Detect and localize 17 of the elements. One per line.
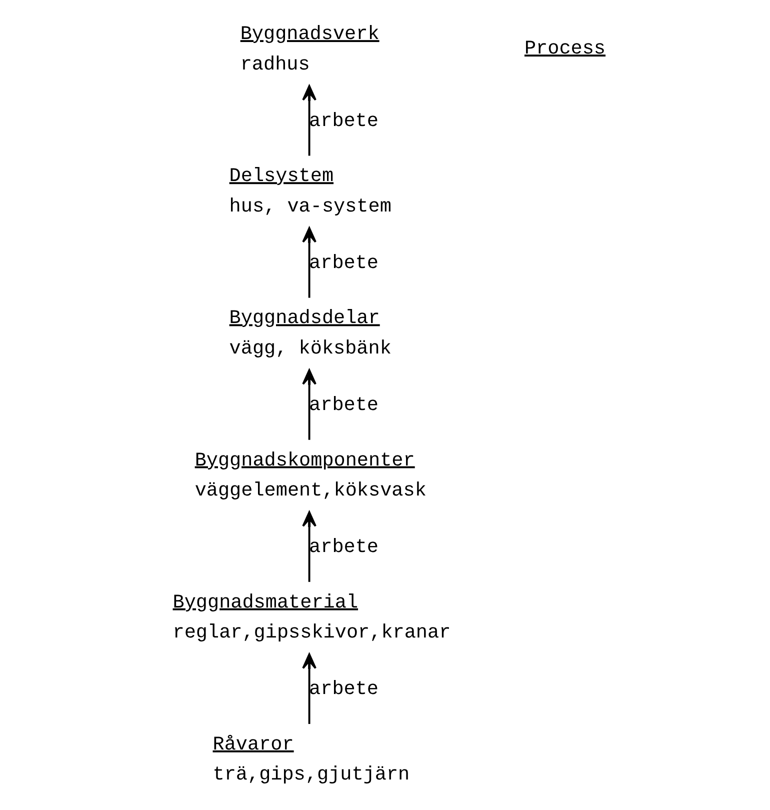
node-text: Råvaror trä,gips,gjutjärn xyxy=(212,733,410,786)
edge-label: arbete xyxy=(308,252,378,274)
label: Process xyxy=(524,38,606,60)
node-text: Byggnadskomponenter väggelement,köksvask xyxy=(194,449,426,502)
edge-label: arbete xyxy=(308,536,378,558)
edge-label: arbete xyxy=(308,110,378,132)
arrow xyxy=(302,227,316,298)
node-text: Byggnadsdelar vägg, köksbänk xyxy=(228,307,391,360)
node-text: Byggnadsmaterial reglar,gipsskivor,kranar xyxy=(172,591,450,644)
node-text: Byggnadsverk radhus xyxy=(240,23,379,76)
arrow xyxy=(302,653,316,724)
arrow xyxy=(302,511,316,582)
edge-label: arbete xyxy=(308,394,378,416)
node-text: Delsystem hus, va-system xyxy=(228,165,391,218)
arrow xyxy=(302,85,316,156)
arrow xyxy=(302,369,316,440)
edge-label: arbete xyxy=(308,678,378,700)
